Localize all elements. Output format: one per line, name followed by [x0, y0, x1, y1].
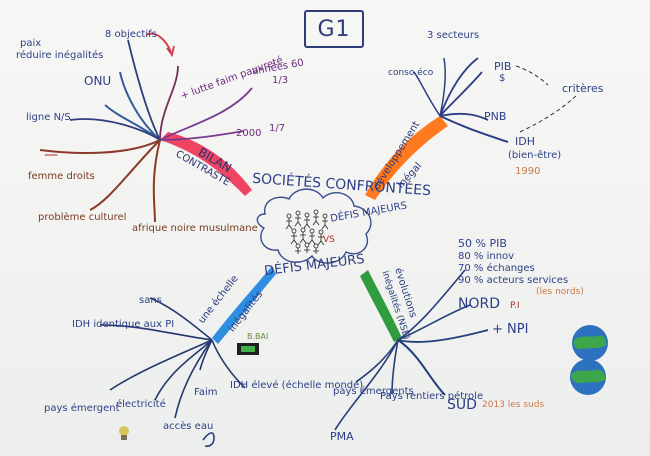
evolutions-item-nord: NORD: [458, 296, 500, 312]
developpement-branch: [365, 116, 448, 200]
echelle-item-sans: sans: [139, 295, 162, 306]
echelle-item-pays-emergent: pays émergent: [44, 403, 120, 414]
vs-label: VS: [323, 235, 335, 245]
developpement-item-bien-etre: (bien-être): [508, 150, 562, 161]
phone-icon: [237, 343, 259, 355]
globe-icon: [570, 359, 606, 395]
center-cloud: [256, 188, 372, 264]
evolutions-item-echanges: 70 % échanges: [458, 263, 535, 274]
echelle-item-faim: Faim: [194, 387, 218, 398]
developpement-item-conso: conso éco: [388, 68, 434, 78]
developpement-item-pnb: PNB: [484, 110, 507, 123]
bilan-item-onu: ONU: [84, 74, 112, 88]
page-title: G1: [304, 10, 364, 48]
bilan-item-probleme: problème culturel: [38, 212, 127, 223]
evolutions-item-nords: (les nords): [536, 287, 584, 297]
people-doodle: [285, 209, 329, 254]
bilan-item-femme: femme droits: [28, 171, 95, 182]
bilan-item-fraction-1-7: 1/7: [269, 123, 286, 134]
evolutions-item-npi: + NPI: [492, 322, 529, 337]
echelle-item-idh-identique: IDH identique aux PI: [72, 319, 175, 330]
developpement-item-secteurs: 3 secteurs: [427, 30, 480, 41]
evolutions-item-sud: SUD: [447, 397, 477, 413]
evolutions-item-pma: PMA: [330, 430, 354, 443]
evolutions-item-acteurs: 90 % acteurs services: [458, 275, 569, 286]
developpement-item-1990: 1990: [515, 166, 541, 177]
echelle-item-electricite: électricité: [116, 399, 166, 410]
developpement-item-pib: PIB: [494, 60, 512, 73]
echelle-item-idh-eleve: IDH élevé (échelle monde): [230, 380, 364, 391]
evolutions-branch: [360, 270, 402, 342]
bilan-item-reduire: réduire inégalités: [16, 50, 104, 61]
bilan-item-fraction-1-3: 1/3: [272, 75, 289, 86]
evolutions-item-innov: 80 % innov: [458, 251, 515, 262]
evolutions-item-pib: 50 % PIB: [458, 237, 507, 250]
developpement-item-dollar: $: [499, 73, 506, 84]
evolutions-item-pi: P.I: [510, 301, 520, 311]
bilan-item-paix: paix: [20, 38, 42, 49]
evolutions-item-rentiers: Pays rentiers pétrole: [380, 391, 484, 402]
bilan-minus: —: [44, 147, 58, 163]
echelle-item-acces-eau: accès eau: [163, 421, 214, 432]
bilan-item-objectifs: 8 objectifs: [105, 29, 157, 40]
bilan-branch: [160, 132, 252, 196]
globe-icon: [572, 325, 608, 361]
evolutions-item-pays-emergents: pays émergents: [333, 386, 414, 397]
developpement-item-criteres: critères: [562, 82, 604, 95]
water-drop-icon: [202, 432, 215, 447]
developpement-item-idh: IDH: [515, 135, 535, 148]
echelle-branch: [212, 266, 276, 344]
bilan-item-2000: 2000: [236, 128, 262, 139]
evolutions-item-2013: 2013 les suds: [482, 400, 545, 410]
echelle-tag: B.BAI: [247, 332, 269, 341]
bilan-item-afrique: afrique noire musulmane: [132, 223, 258, 234]
lightbulb-icon: [119, 426, 129, 440]
bilan-item-ligne-ns: ligne N/S: [26, 112, 71, 123]
